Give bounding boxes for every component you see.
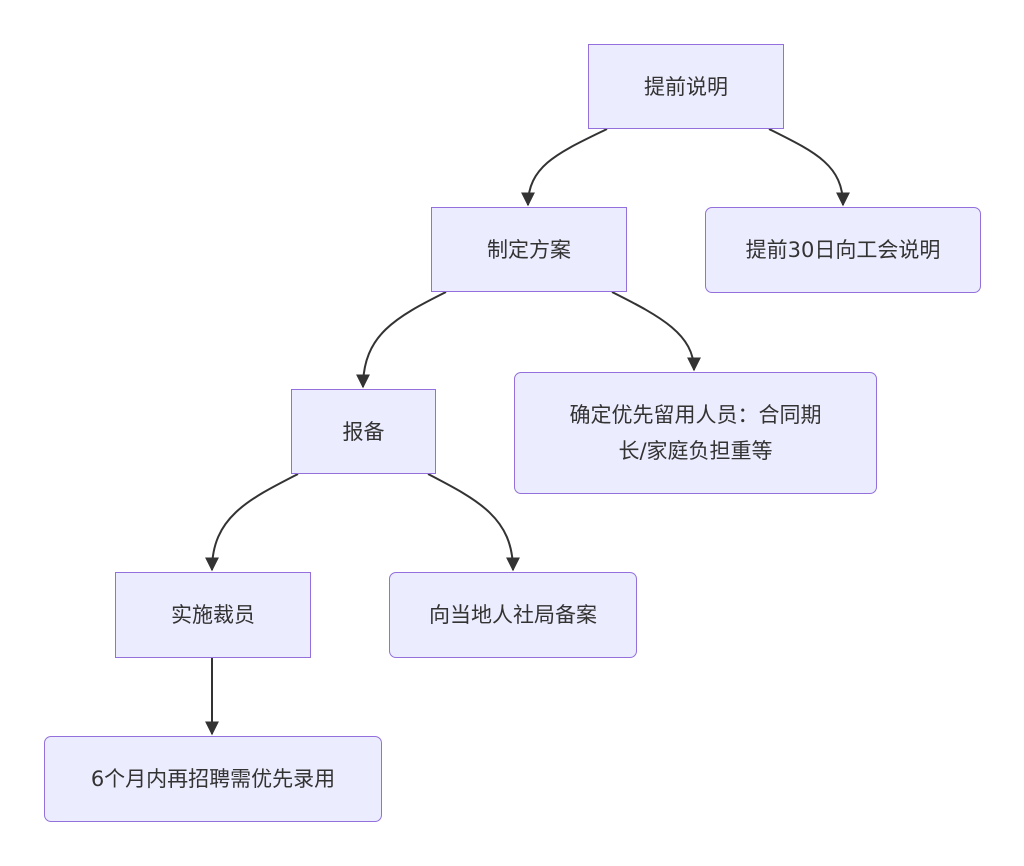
- node-priority-retain: 确定优先留用人员：合同期 长/家庭负担重等: [514, 372, 877, 494]
- edge-plan-to-retain: [611, 291, 701, 372]
- node-rehire-priority-label: 6个月内再招聘需优先录用: [90, 767, 336, 791]
- node-report: 报备: [291, 389, 436, 474]
- node-priority-retain-line2: 长/家庭负担重等: [618, 439, 773, 463]
- node-advance-notice: 提前说明: [588, 44, 784, 129]
- edge-plan-to-report: [356, 291, 447, 389]
- node-union-notice: 提前30日向工会说明: [705, 207, 981, 293]
- node-implement: 实施裁员: [115, 572, 311, 658]
- node-advance-notice-label: 提前说明: [644, 74, 728, 99]
- edge-advance-to-plan: [521, 128, 608, 207]
- node-implement-label: 实施裁员: [171, 603, 255, 627]
- edge-report-to-implement: [205, 473, 299, 572]
- node-local-filing: 向当地人社局备案: [389, 572, 637, 658]
- node-make-plan: 制定方案: [431, 207, 627, 292]
- edge-advance-to-union: [768, 128, 850, 207]
- node-union-notice-label: 提前30日向工会说明: [745, 238, 941, 262]
- node-rehire-priority: 6个月内再招聘需优先录用: [44, 736, 382, 822]
- node-priority-retain-line1: 确定优先留用人员：合同期: [569, 403, 822, 427]
- node-make-plan-label: 制定方案: [487, 237, 571, 262]
- node-report-label: 报备: [342, 419, 385, 444]
- edge-report-to-filing: [427, 473, 520, 572]
- node-local-filing-label: 向当地人社局备案: [429, 603, 597, 627]
